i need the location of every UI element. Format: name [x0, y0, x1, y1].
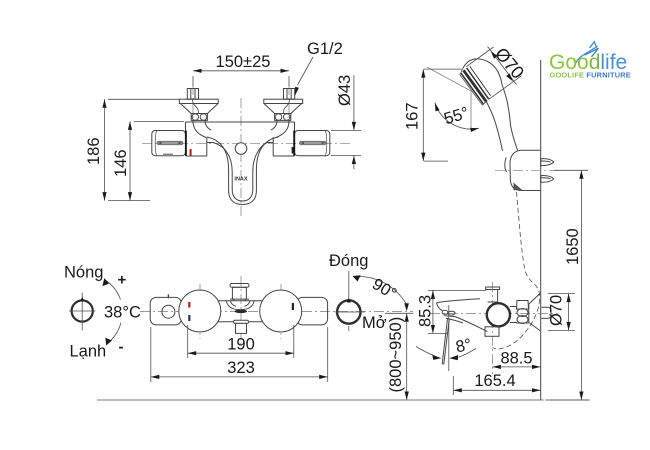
svg-text:167: 167: [404, 102, 422, 130]
svg-text:88.5: 88.5: [500, 349, 532, 367]
svg-text:GOOLIFE FURNITURE: GOOLIFE FURNITURE: [550, 70, 631, 79]
svg-text:146: 146: [112, 149, 130, 177]
svg-text:Nóng: Nóng: [64, 264, 103, 282]
svg-text:-: -: [119, 339, 124, 356]
svg-text:Đóng: Đóng: [329, 252, 368, 270]
svg-text:186: 186: [85, 137, 103, 165]
svg-text:165.4: 165.4: [474, 372, 515, 390]
svg-text:Ø70: Ø70: [548, 295, 566, 326]
svg-text:Ø43: Ø43: [336, 75, 354, 106]
svg-text:38°C: 38°C: [104, 304, 141, 322]
svg-text:190: 190: [227, 336, 255, 354]
svg-text:Lạnh: Lạnh: [70, 343, 107, 361]
svg-text:Mở: Mở: [362, 314, 387, 332]
svg-text:323: 323: [227, 359, 255, 377]
svg-text:8°: 8°: [454, 336, 473, 357]
svg-text:85.3: 85.3: [417, 295, 435, 327]
svg-text:G1/2: G1/2: [307, 40, 343, 58]
svg-text:1650: 1650: [564, 228, 582, 265]
svg-text:+: +: [118, 272, 127, 289]
svg-text:150±25: 150±25: [216, 53, 271, 71]
svg-text:Goodlife: Goodlife: [549, 51, 627, 74]
svg-text:INAX: INAX: [234, 177, 247, 183]
svg-text:(800~950): (800~950): [387, 317, 405, 393]
